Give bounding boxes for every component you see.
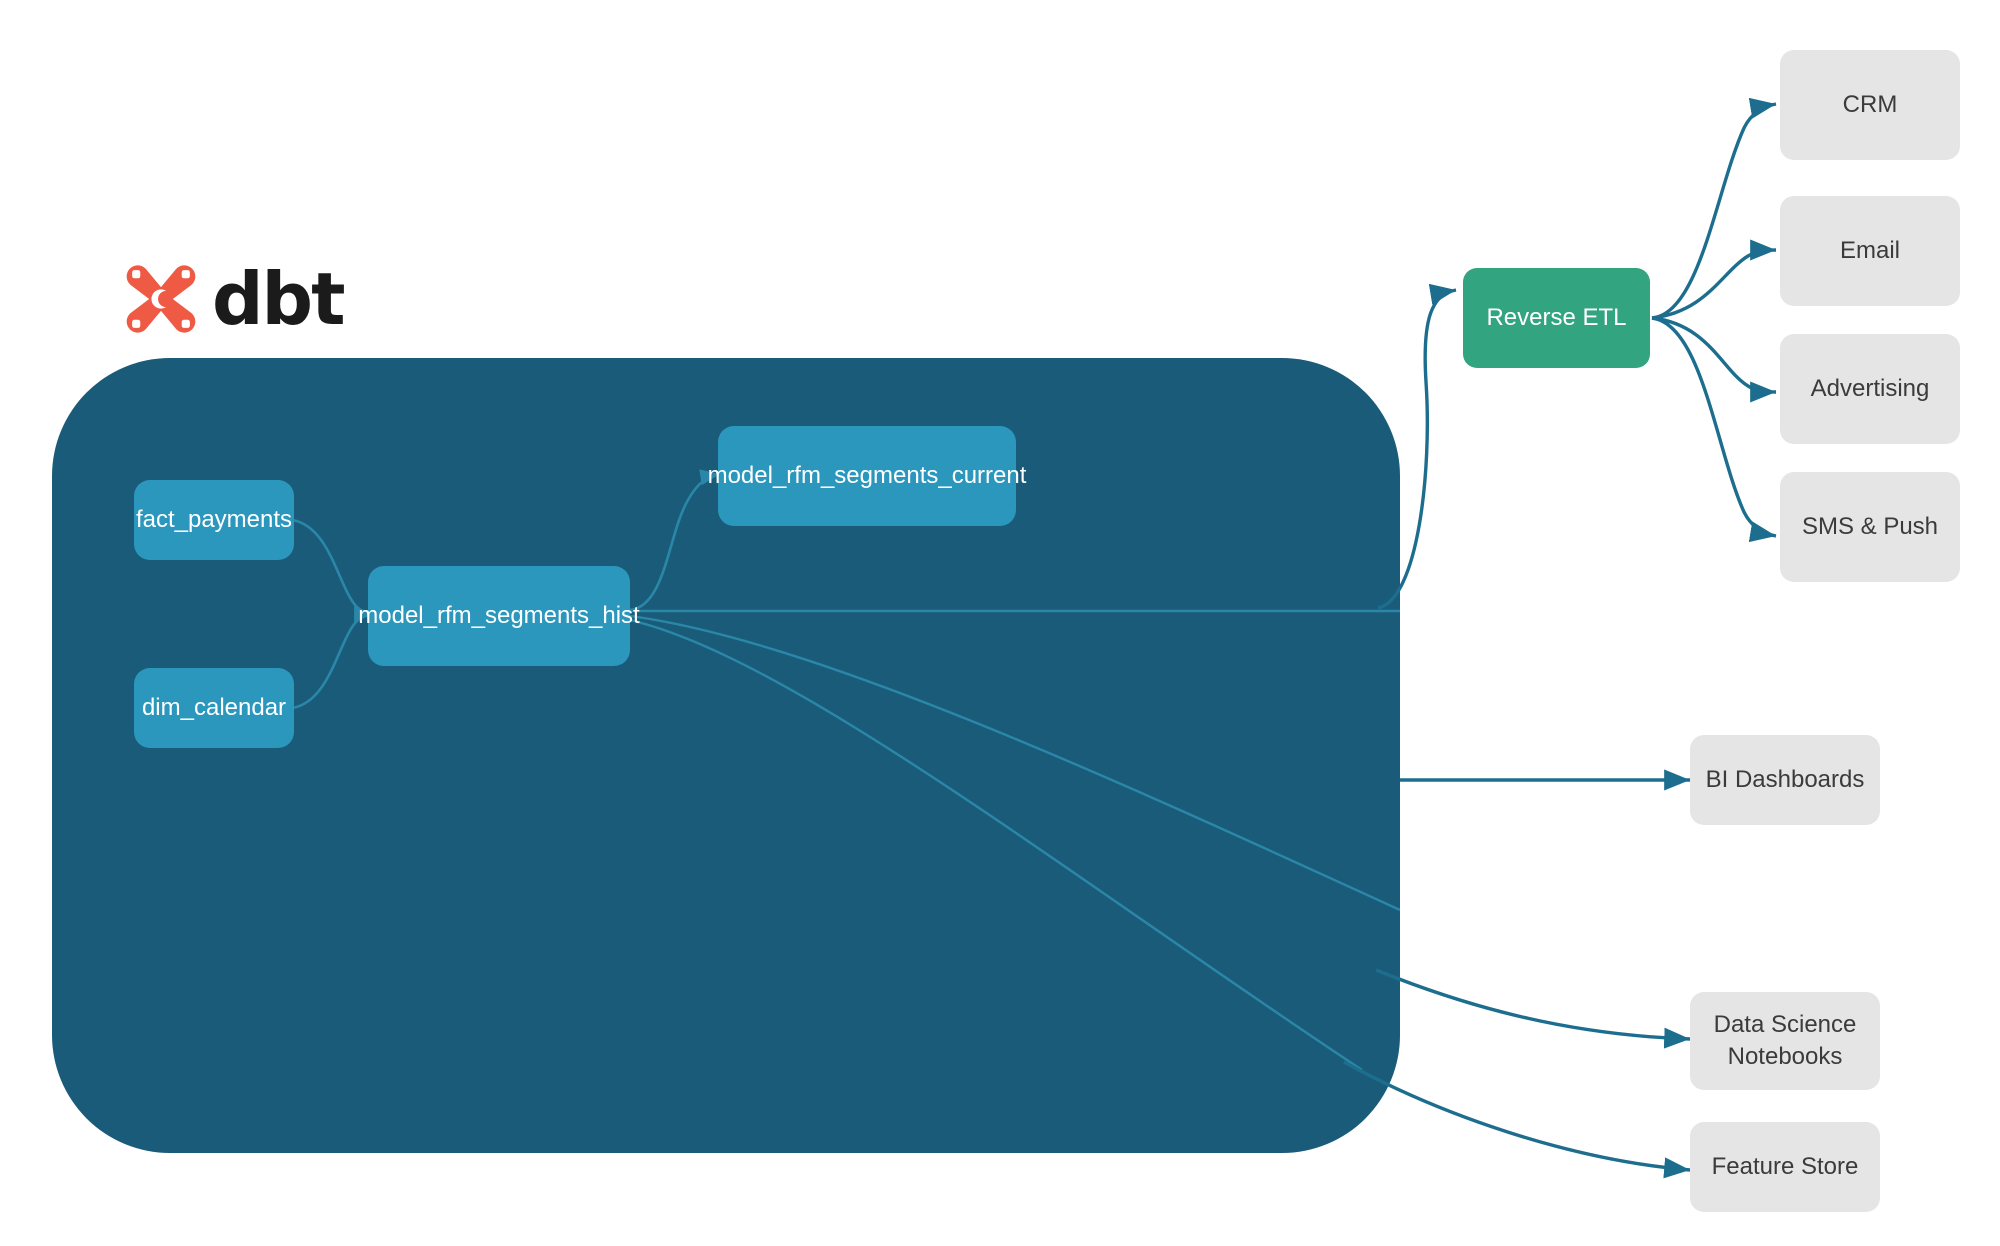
edge-hist-to-current	[629, 469, 721, 612]
model-label: dim_calendar	[141, 694, 287, 721]
reverse-etl-label: Reverse ETL	[1486, 304, 1627, 331]
model-node-dim-calendar[interactable]: dim_calendar	[134, 668, 294, 748]
edge-hist-to-data-science-notebooks	[1375, 968, 1691, 1049]
destination-label: Email	[1839, 236, 1900, 264]
destination-label: Advertising	[1810, 374, 1930, 402]
edge-hist-out-notebooks	[629, 614, 1400, 912]
destination-node-advertising[interactable]: Advertising	[1780, 334, 1960, 444]
model-label: model_rfm_segments_current	[707, 462, 1027, 489]
destination-node-crm[interactable]: CRM	[1780, 50, 1960, 160]
destination-node-sms-push[interactable]: SMS & Push	[1780, 472, 1960, 582]
destination-label: Feature Store	[1711, 1152, 1859, 1180]
edge-reverse-etl-to-advertising	[1651, 316, 1777, 403]
dbt-wordmark: dbt	[212, 257, 345, 341]
edge-reverse-etl-to-email	[1651, 239, 1777, 320]
model-node-rfm-segments-hist[interactable]: model_rfm_segments_hist	[358, 566, 640, 666]
destination-label: SMS & Push	[1801, 512, 1939, 540]
destination-node-email[interactable]: Email	[1780, 196, 1960, 306]
edge-reverse-etl-to-sms-push	[1651, 316, 1777, 543]
model-label: fact_payments	[135, 506, 293, 533]
dbt-project-container: fact_payments dim_calendar model_rfm_seg…	[52, 358, 1400, 1153]
edge-fact-payments-to-hist	[291, 518, 375, 623]
dbt-brand-logo: dbt	[124, 257, 345, 341]
model-node-rfm-segments-current[interactable]: model_rfm_segments_current	[708, 426, 1026, 526]
dbt-x-logo-icon	[126, 265, 196, 333]
model-node-fact-payments[interactable]: fact_payments	[134, 480, 294, 560]
destination-label: CRM	[1842, 90, 1898, 118]
edge-reverse-etl-to-crm	[1651, 97, 1777, 320]
edge-hist-to-feature-store	[1343, 1060, 1691, 1179]
reverse-etl-node[interactable]: Reverse ETL	[1463, 268, 1650, 368]
destination-label: BI Dashboards	[1705, 765, 1865, 793]
destination-node-bi-dashboards[interactable]: BI Dashboards	[1690, 735, 1880, 825]
destination-node-feature-store[interactable]: Feature Store	[1690, 1122, 1880, 1212]
model-label: model_rfm_segments_hist	[358, 602, 640, 629]
edge-hist-out-feature-store	[629, 618, 1363, 1072]
